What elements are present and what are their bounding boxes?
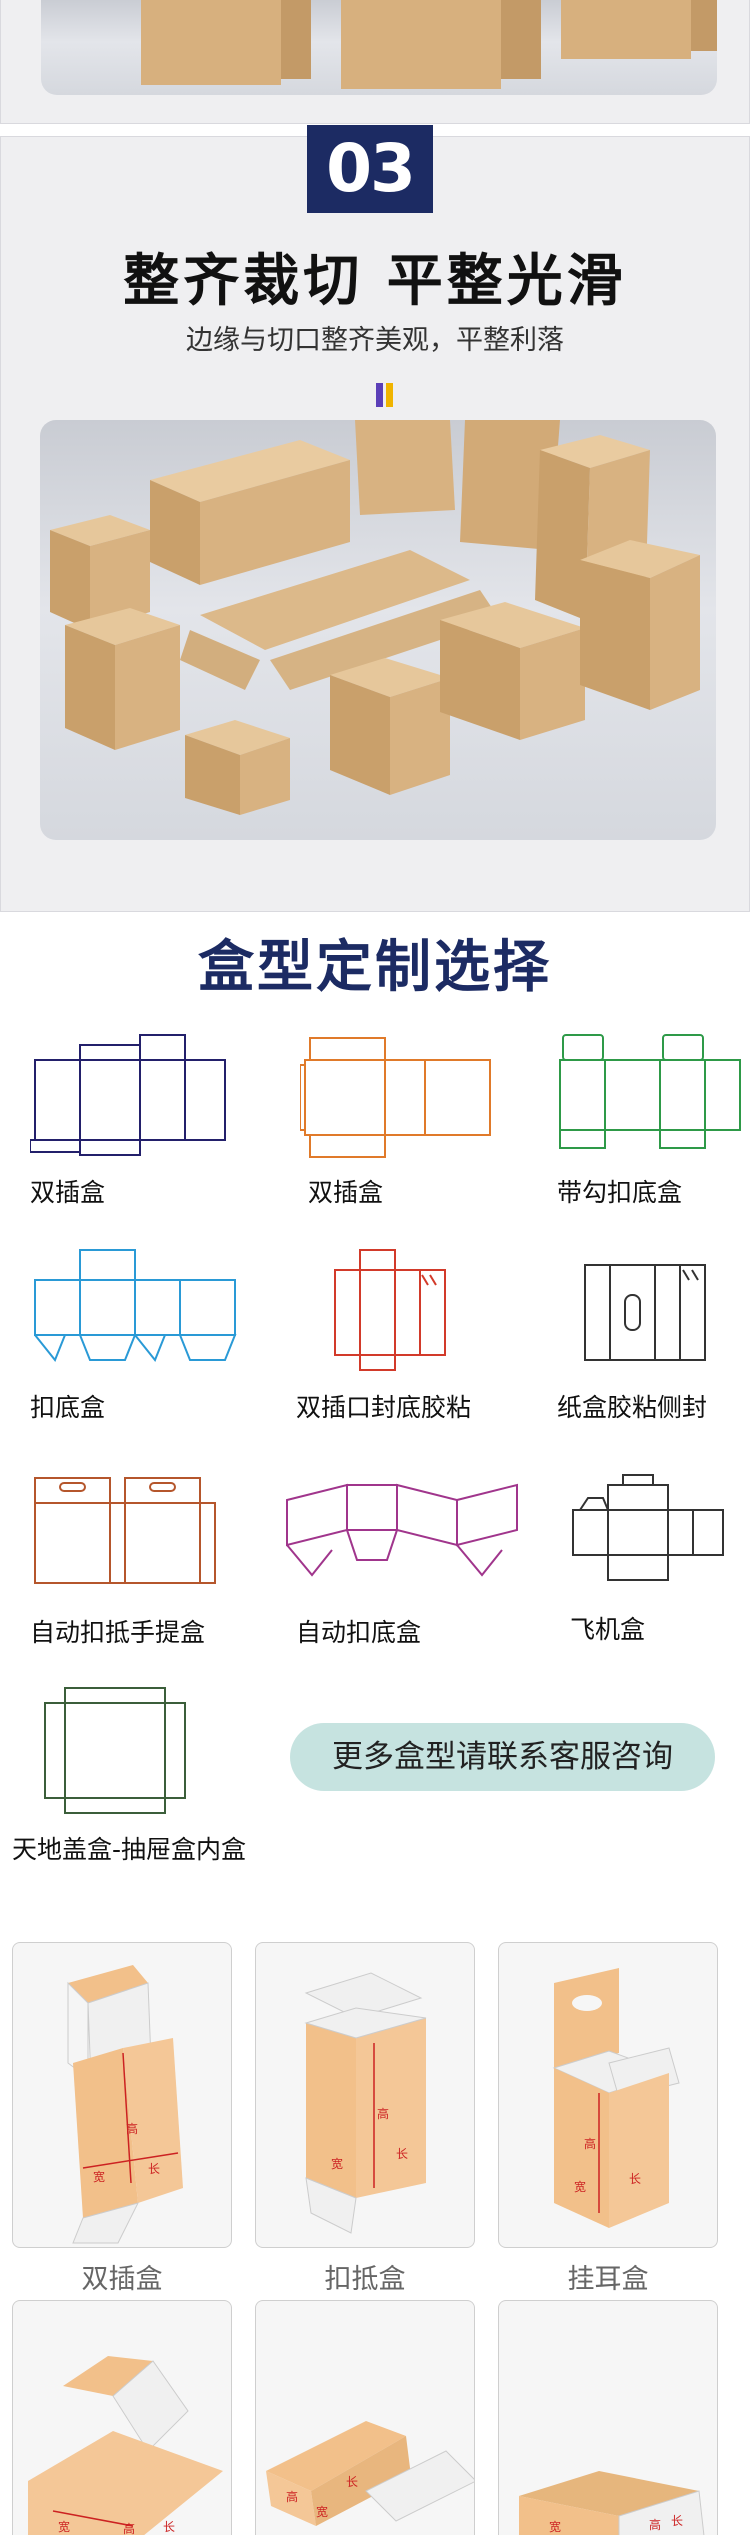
length-mark: 长 [671, 2514, 683, 2528]
boxes-photo [40, 420, 716, 840]
handle-box-diagram [34, 1477, 216, 1584]
double-tuck-illustration: 高 长 宽 [67, 1965, 183, 2244]
length-mark: 长 [163, 2520, 175, 2534]
sleeve-box-illustration: 宽 高 长 [519, 2471, 705, 2535]
box-type-label: 扣底盒 [30, 1393, 106, 1422]
feature-title: 整齐裁切 平整光滑 [123, 249, 627, 314]
length-mark: 长 [396, 2147, 408, 2161]
feature-subtitle: 边缘与切口整齐美观，平整利落 [186, 325, 564, 356]
width-mark: 宽 [574, 2179, 586, 2194]
hang-tab-card: 高 长 宽 [498, 1942, 718, 2248]
sleeve-box-card: 宽 高 长 [498, 2300, 718, 2535]
lock-bottom-label: 扣抵盒 [324, 2264, 406, 2295]
glued-bottom-diagram [334, 1249, 446, 1371]
height-mark: 高 [123, 2521, 135, 2535]
mailer-box-illustration: 宽 高 长 [28, 2356, 223, 2535]
kraft-box [65, 608, 180, 750]
box-type-label: 自动扣底盒 [296, 1618, 422, 1647]
kraft-box [355, 420, 455, 515]
previous-section [0, 0, 750, 124]
kraft-box [50, 515, 150, 630]
height-mark: 高 [377, 2106, 389, 2121]
double-tuck-diagram [30, 1034, 226, 1156]
side-glued-diagram [584, 1264, 706, 1361]
box-type-label: 天地盖盒-抽屉盒内盒 [12, 1835, 247, 1864]
width-mark: 宽 [93, 2169, 105, 2184]
width-mark: 宽 [316, 2504, 328, 2519]
width-mark: 宽 [331, 2156, 343, 2171]
hang-tab-illustration: 高 长 宽 [552, 1968, 680, 2228]
lock-bottom-diagram [34, 1249, 237, 1362]
contact-service-button[interactable]: 更多盒型请联系客服咨询 [290, 1723, 715, 1791]
kraft-box [150, 440, 350, 585]
mailer-box-card: 宽 高 长 [12, 2300, 232, 2535]
auto-lock-bottom-diagram [286, 1483, 518, 1577]
height-mark: 高 [584, 2136, 596, 2151]
kraft-box [460, 420, 560, 550]
height-mark: 高 [649, 2517, 661, 2532]
drawer-inner-box-diagram [44, 1687, 186, 1814]
previous-photo [41, 0, 717, 95]
box-type-label: 双插口封底胶粘 [296, 1393, 472, 1422]
box-types-title: 盒型定制选择 [198, 935, 552, 1000]
length-mark: 长 [148, 2162, 160, 2176]
lock-bottom-illustration: 高 长 宽 [304, 1972, 427, 2234]
box-type-label: 带勾扣底盒 [557, 1178, 683, 1207]
width-mark: 宽 [549, 2519, 561, 2534]
accent-marker [376, 383, 394, 407]
double-tuck-diagram [300, 1037, 491, 1158]
mailer-box-diagram [572, 1474, 724, 1581]
height-mark: 高 [126, 2121, 138, 2136]
unfolded-box [180, 550, 500, 690]
height-mark: 高 [286, 2489, 298, 2504]
box-type-label: 双插盒 [30, 1178, 106, 1207]
double-tuck-label: 双插盒 [81, 2264, 163, 2295]
hook-bottom-diagram [559, 1034, 741, 1149]
box-type-label: 双插盒 [308, 1178, 384, 1207]
kraft-boxes-illustration [50, 420, 700, 815]
kraft-box [440, 602, 585, 740]
length-mark: 长 [346, 2475, 358, 2489]
length-mark: 长 [629, 2172, 641, 2186]
kraft-box [580, 540, 700, 710]
drawer-box-illustration: 高 长 宽 [266, 2421, 474, 2526]
lock-bottom-card: 高 长 宽 [255, 1942, 475, 2248]
kraft-box [185, 720, 290, 815]
box-type-label: 自动扣抵手提盒 [30, 1618, 206, 1647]
box-type-label: 纸盒胶粘侧封 [557, 1393, 708, 1422]
box-type-label: 飞机盒 [570, 1615, 646, 1644]
width-mark: 宽 [58, 2519, 70, 2534]
feature-number-badge: 03 [307, 125, 433, 213]
kraft-box [330, 658, 450, 795]
double-tuck-card: 高 长 宽 [12, 1942, 232, 2248]
hang-tab-label: 挂耳盒 [567, 2264, 649, 2295]
drawer-box-card: 高 长 宽 [255, 2300, 475, 2535]
